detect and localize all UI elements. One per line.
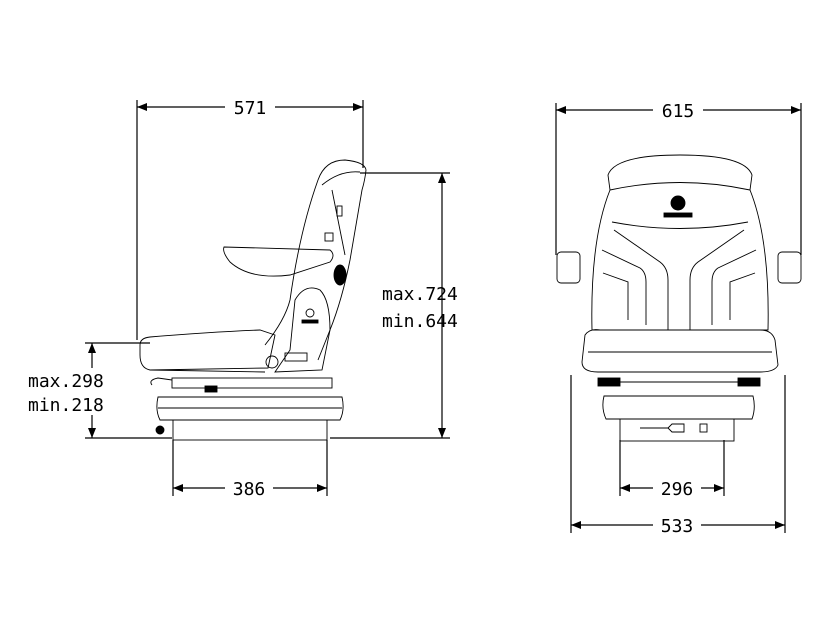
side-view-seat	[139, 159, 367, 441]
dim-seat-width: 533	[661, 516, 694, 537]
brand-logo-icon	[670, 195, 686, 211]
dim-front-base-width: 296	[661, 479, 694, 500]
dim-seat-height-min: min.218	[28, 395, 104, 416]
extension-lines	[85, 100, 802, 533]
dim-height-max: max.724	[382, 284, 458, 305]
dim-side-base-width: 386	[233, 479, 266, 500]
dim-height-min: min.644	[382, 311, 458, 332]
dimension-lines	[88, 103, 801, 529]
dim-seat-height-max: max.298	[28, 371, 104, 392]
front-view-seat	[556, 154, 802, 442]
dim-overall-depth: 571	[234, 98, 267, 119]
dim-overall-width: 615	[662, 101, 695, 122]
